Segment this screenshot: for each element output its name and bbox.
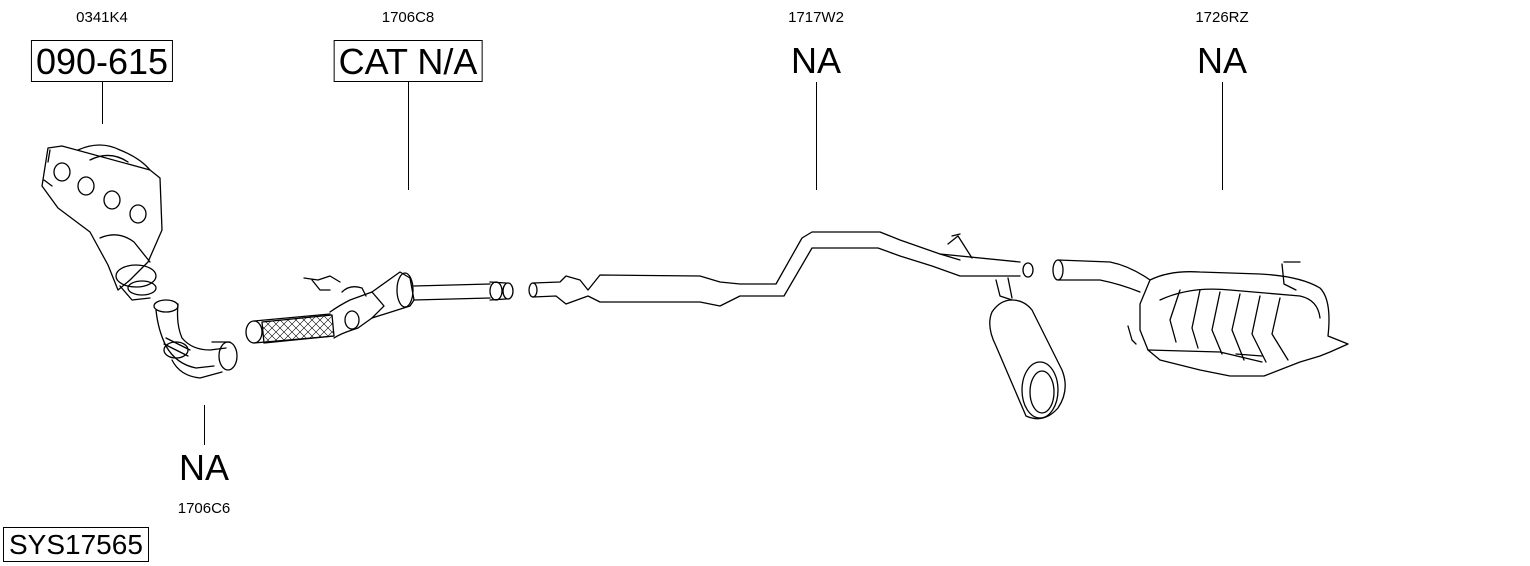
leader-line-center bbox=[816, 82, 817, 190]
oem-number-center: 1717W2 bbox=[788, 9, 844, 26]
leader-line-catalyst bbox=[408, 82, 409, 190]
system-code: SYS17565 bbox=[3, 527, 149, 562]
leader-line-rear bbox=[1222, 82, 1223, 190]
part-number-downpipe: NA bbox=[178, 447, 230, 488]
catalyst-illustration bbox=[246, 272, 513, 343]
oem-number-rear: 1726RZ bbox=[1195, 9, 1249, 26]
leader-line-manifold bbox=[102, 82, 103, 124]
center-pipe-illustration bbox=[529, 232, 1065, 419]
leader-line-downpipe bbox=[204, 405, 205, 445]
oem-number-manifold: 0341K4 bbox=[76, 9, 128, 26]
part-number-manifold: 090-615 bbox=[30, 40, 174, 82]
oem-number-catalyst: 1706C8 bbox=[381, 9, 435, 26]
part-number-catalyst: CAT N/A bbox=[333, 40, 483, 82]
part-number-rear: NA bbox=[1196, 40, 1248, 81]
exhaust-manifold-illustration bbox=[42, 145, 162, 300]
downpipe-illustration bbox=[154, 300, 237, 378]
oem-number-downpipe: 1706C6 bbox=[177, 500, 231, 517]
rear-silencer-illustration bbox=[1053, 260, 1348, 376]
part-number-center: NA bbox=[790, 40, 842, 81]
